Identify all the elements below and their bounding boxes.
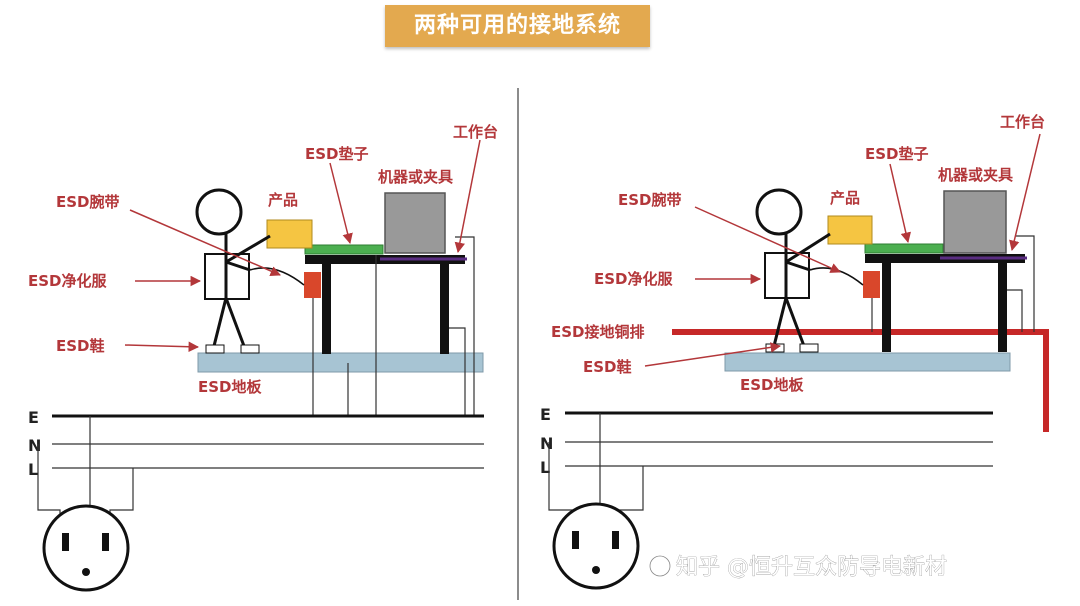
arrow-esd-mat [329,162,353,245]
line-label-e: E [28,408,39,427]
esd-shoe [799,343,819,353]
wechat-icon [649,555,671,577]
label-shoes: ESD鞋 [583,358,632,376]
arrow-esd-mat [889,163,911,244]
socket-slot [612,531,619,549]
table-leg [998,262,1007,352]
label-wrist-strap: ESD腕带 [618,191,682,209]
label-machine: 机器或夹具 [378,168,453,186]
esd-copper-bar [672,329,1049,432]
wrist-strap-connector [863,271,880,298]
person-leg [224,297,246,347]
arrow-wrist-strap [129,209,281,277]
person-arm [225,234,271,264]
power-socket [42,504,130,592]
arrow-shoes [124,341,200,352]
line-label-n: N [540,434,553,453]
socket-slot [102,533,109,551]
label-workbench: 工作台 [1000,113,1045,131]
line-label-e: E [540,405,551,424]
line-label-l: L [540,458,550,477]
arrow-shoes [644,342,782,367]
label-floor: ESD地板 [740,376,805,394]
table-leg [322,262,331,354]
line-label-l: L [28,460,38,479]
socket-ground-pin [592,566,600,574]
arrow-workbench [454,139,481,254]
person-head [195,188,243,236]
esd-shoe [205,344,225,354]
power-socket [552,502,640,590]
table-leg [882,262,891,352]
line-label-n: N [28,436,41,455]
person-arm [225,260,251,272]
label-smock: ESD净化服 [28,272,108,290]
watermark-text: 知乎 @恒升互众防导电新材 [676,555,947,580]
product-box [827,215,873,245]
esd-floor [724,352,1011,372]
person-arm [785,260,811,272]
machine-fixture [943,190,1007,254]
person-leg [784,297,806,347]
person-leg [772,297,788,347]
label-machine: 机器或夹具 [938,166,1013,184]
person-leg [212,297,228,347]
person-head [755,188,803,236]
ground-wire [1016,235,1035,332]
label-wrist-strap: ESD腕带 [56,193,120,211]
label-esd-mat: ESD垫子 [305,145,369,163]
left-panel: E N L ESD垫子 工作台 机器或夹具 产品 ESD腕带 ESD净化服 ES… [28,123,498,592]
wrist-strap-cord [249,267,305,286]
label-workbench: 工作台 [453,123,498,141]
esd-mat [864,243,944,254]
diagram-title: 两种可用的接地系统 [385,5,650,47]
person-arm [785,232,831,264]
ground-wire [449,327,466,416]
socket-ground-pin [82,568,90,576]
label-floor: ESD地板 [198,378,263,396]
product-box [266,219,313,249]
ground-wire [1007,289,1023,332]
right-panel: E N L ESD垫子 工作台 机器或夹具 产品 ESD腕带 ESD净化服 ES… [540,113,1049,590]
table-leg [440,262,449,354]
label-product: 产品 [268,191,298,209]
socket-slot [572,531,579,549]
arrow-workbench [1009,133,1041,252]
esd-floor [197,352,484,373]
label-smock: ESD净化服 [594,270,674,288]
arrow-wrist-strap [694,206,841,273]
esd-shoe [240,344,260,354]
label-copper-bar: ESD接地铜排 [551,323,645,341]
watermark: 知乎 @恒升互众防导电新材 [649,555,947,580]
socket-slot [62,533,69,551]
machine-fixture [384,192,446,254]
label-shoes: ESD鞋 [56,337,105,355]
label-product: 产品 [830,189,860,207]
esd-mat [304,244,384,255]
socket-wire [37,444,61,525]
label-esd-mat: ESD垫子 [865,145,929,163]
wrist-strap-connector [304,272,321,298]
